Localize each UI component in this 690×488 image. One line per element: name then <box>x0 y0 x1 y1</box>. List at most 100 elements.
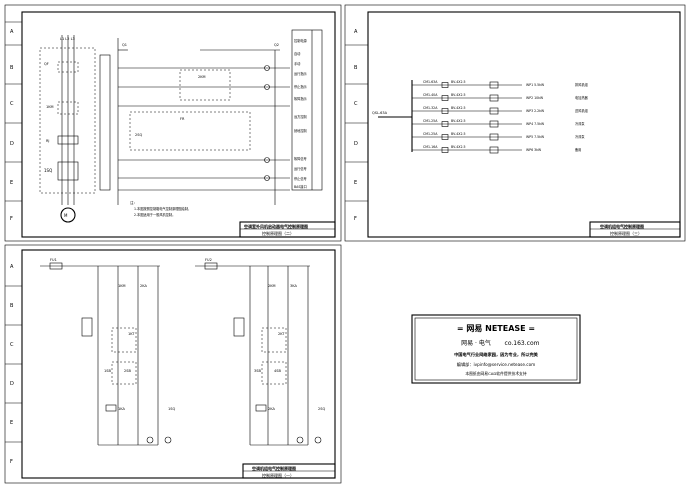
ladder-label: 运行信号 <box>294 166 307 171</box>
sheet-subtitle: 控制原理图（二） <box>262 230 294 236</box>
row-letter: C <box>10 342 14 348</box>
sheet-title: 空调机组电气控制原理图 <box>252 465 296 471</box>
stamp-heading: = 网易 NETEASE = <box>457 324 535 333</box>
breaker-label: Q2 <box>274 43 279 47</box>
sheet-title: 空调室外风机启动器电气控制原理图 <box>244 223 308 229</box>
netease-stamp: = 网易 NETEASE = 网易 · 电气 co.163.com 中国电气行业… <box>411 314 581 384</box>
svg-text:L1 L2 L3: L1 L2 L3 <box>60 37 75 41</box>
component-label: 2KA <box>268 407 275 411</box>
breaker-label: QF <box>44 62 49 66</box>
component-label: 1KA <box>118 407 125 411</box>
notes-block: 注： 1.本图按照控制箱电气控制原理图绘制， 2.本图适用于一般风机控制。 <box>130 200 191 217</box>
breaker-symbol <box>441 95 449 101</box>
feeder-cable: BV-4X2.5 <box>451 80 466 84</box>
feeder-breaker: CM1-63A <box>423 80 438 84</box>
note-line: 2.本图适用于一般风机控制。 <box>134 212 175 217</box>
component-label: 1SB <box>104 369 111 373</box>
row-letter: E <box>10 420 13 426</box>
row-letter: A <box>10 264 14 270</box>
stamp-line: 编辑部：ivpinfo@service.netease.com <box>457 361 535 368</box>
ladder-label: 运行指示 <box>294 71 307 76</box>
feeder-load: WP6 3kW <box>526 148 542 152</box>
sheet-bottom-left: A B C D E F FU1 1KM 2KA 1KT 1SB 2SB 1KA <box>4 244 342 484</box>
row-letter: B <box>354 65 358 71</box>
ladder-label: 自动 <box>294 51 300 56</box>
ladder-label: 故障指示 <box>294 96 307 101</box>
component-label: 4SB <box>274 369 281 373</box>
component-label: 2SQ <box>318 407 325 411</box>
load-symbol <box>489 133 499 141</box>
feeder-load: WP3 2.2kW <box>526 109 545 113</box>
row-letter: D <box>10 381 14 387</box>
component-label: 3SB <box>254 369 261 373</box>
row-letter: E <box>354 180 357 186</box>
breaker-symbol <box>441 108 449 114</box>
feeder-cable: BV-4X2.5 <box>451 106 466 110</box>
contactor-label: 2KM <box>198 75 206 79</box>
main-power-circuit: L1 L2 L3 QF 1KM RJ 1SQ M <box>39 35 111 223</box>
relay-label: RJ <box>46 139 49 143</box>
breaker-symbol <box>441 134 449 140</box>
breaker-symbol <box>441 147 449 153</box>
load-symbol <box>489 146 499 154</box>
breaker-symbol <box>441 121 449 127</box>
row-letter: D <box>354 141 358 147</box>
load-symbol <box>489 94 499 102</box>
feeder-load: WP4 7.5kW <box>526 122 545 126</box>
load-symbol <box>489 81 499 89</box>
row-letter: B <box>10 65 14 71</box>
svg-text:M: M <box>64 213 68 218</box>
breaker-symbol <box>441 82 449 88</box>
feeder-cable: BV-4X2.5 <box>451 93 466 97</box>
component-label: 2KT <box>278 332 285 336</box>
row-letter: A <box>10 29 14 35</box>
ladder-label: 停止指示 <box>294 84 307 89</box>
control-circuit-2: FU2 2KM 3KA 2KT 3SB 4SB 2KA 2SQ <box>195 258 325 446</box>
ladder-label-column: 控制电源 自动 手动 运行指示 停止指示 故障指示 远方控制 就地控制 故障信号… <box>291 29 323 191</box>
row-letter: F <box>10 216 13 222</box>
ladder-label: 故障信号 <box>294 156 307 161</box>
title-block: 空调机组电气控制原理图 控制原理图（一） <box>242 463 336 479</box>
component-label: 1KM <box>118 284 126 288</box>
soft-starter-label: 2SQ <box>135 133 142 137</box>
feeder-desc: 备用 <box>575 147 581 152</box>
title-block: 空调室外风机启动器电气控制原理图 控制原理图（二） <box>239 221 336 238</box>
component-label: 1SQ <box>168 407 175 411</box>
feeder-cable: BV-4X2.5 <box>451 145 466 149</box>
breaker-label: Q1 <box>122 43 127 47</box>
note-line: 1.本图按照控制箱电气控制原理图绘制， <box>134 206 191 211</box>
ladder-label: 远方控制 <box>294 114 307 119</box>
feeder-desc: 电加热器 <box>575 95 589 100</box>
feeder-breaker: CM1-25A <box>423 119 438 123</box>
load-symbol <box>489 120 499 128</box>
row-letter: C <box>10 101 14 107</box>
fuse-label: FU1 <box>50 258 57 262</box>
sheet-subtitle: 控制原理图（三） <box>610 230 642 236</box>
feeder-desc: 送风机组 <box>575 108 589 113</box>
motor-symbol <box>60 207 76 223</box>
feeder-load: WP5 7.5kW <box>526 135 545 139</box>
ladder-label: 停止信号 <box>294 176 307 181</box>
stamp-line: 本图纸由网易CAD软件提供技术支持 <box>465 371 527 376</box>
component-label: 3KA <box>290 284 297 288</box>
component-label: 2KM <box>268 284 276 288</box>
feeder-desc: 排风机组 <box>575 82 589 87</box>
stamp-line: 中国电气行业网络家园，因为专业，所以完美 <box>454 351 539 358</box>
load-symbol <box>489 107 499 115</box>
row-letter: B <box>10 303 14 309</box>
component-label: 2KA <box>140 284 147 288</box>
row-letter: A <box>354 29 358 35</box>
feeder-cable: BV-4X2.5 <box>451 119 466 123</box>
row-letter: E <box>10 180 13 186</box>
sheet-subtitle: 控制原理图（一） <box>262 472 294 478</box>
feeder-load: WP1 5.5kW <box>526 83 545 87</box>
feeder-breaker: CM1-32A <box>423 106 438 110</box>
relay-label: FR <box>180 117 185 121</box>
control-circuit-1: FU1 1KM 2KA 1KT 1SB 2SB 1KA 1SQ <box>40 258 175 446</box>
